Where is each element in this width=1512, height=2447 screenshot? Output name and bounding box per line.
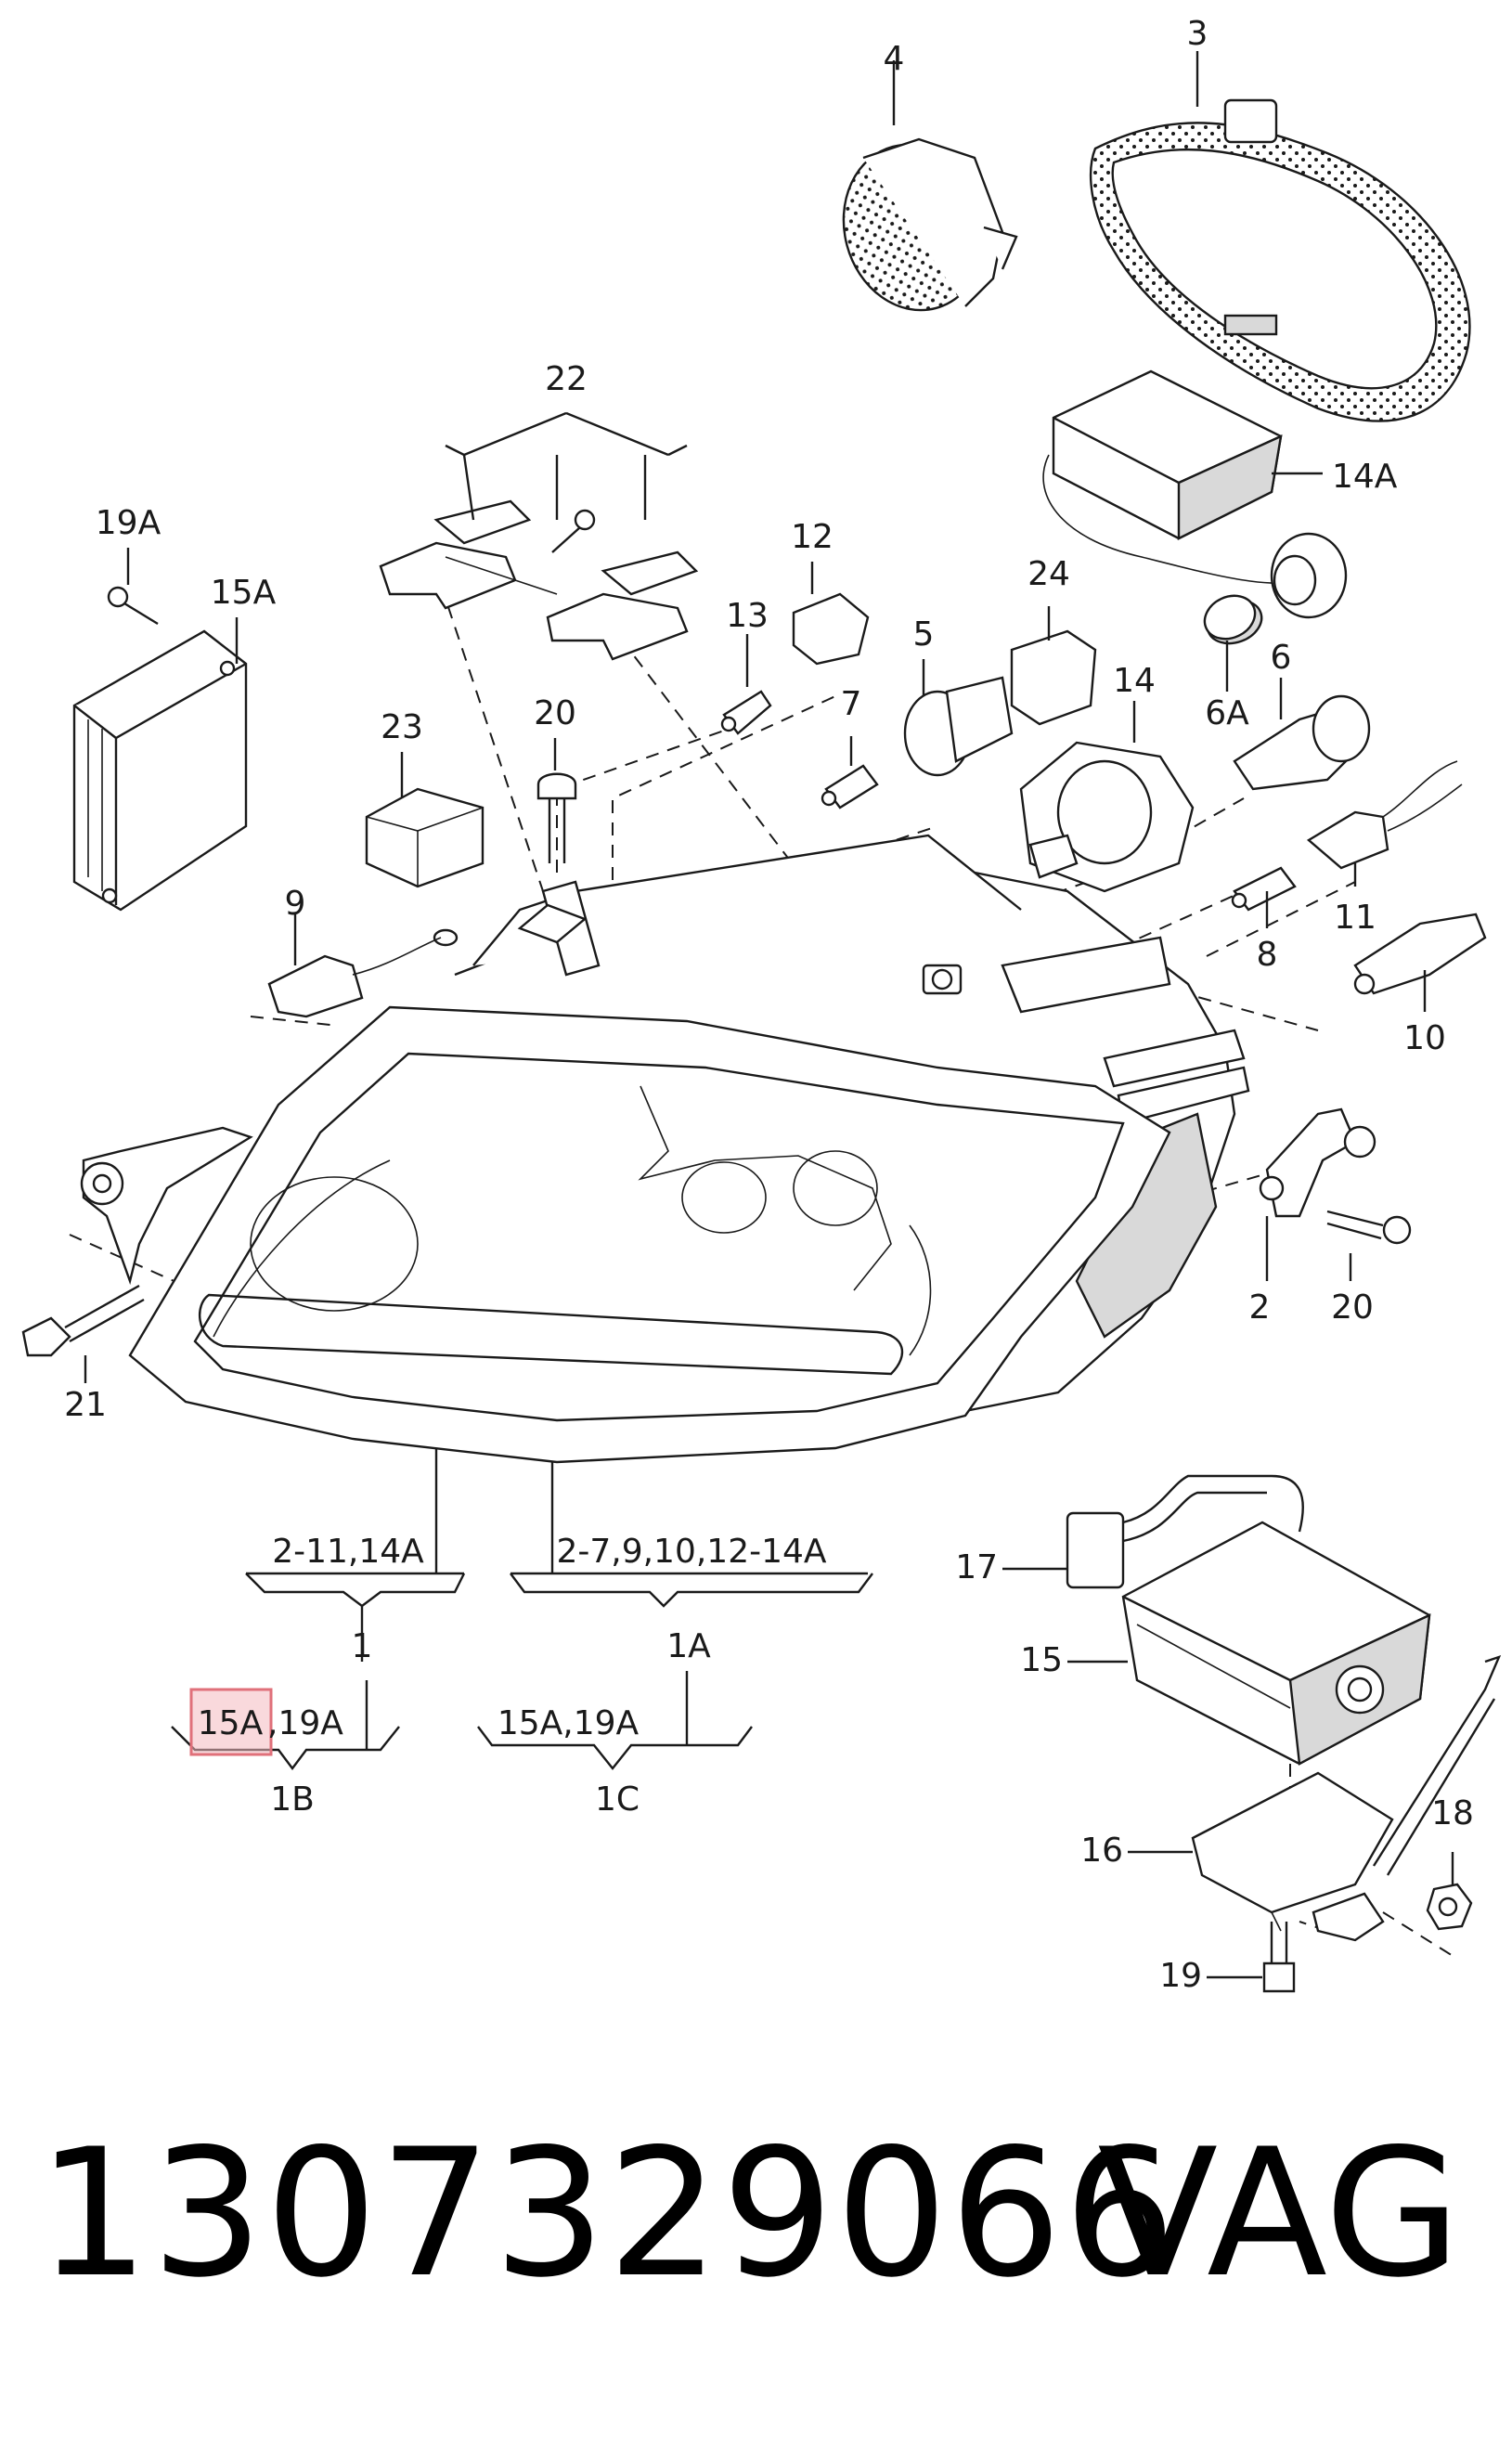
callout-1A: 1A (666, 1627, 711, 1665)
cap-part-4 (842, 137, 1018, 312)
callout-6: 6 (1271, 639, 1292, 677)
callout-20-right: 20 (1331, 1288, 1374, 1327)
callout-7: 7 (841, 685, 862, 723)
group-label-1C-range: 15A,19A (498, 1704, 640, 1742)
module-part-15A (72, 586, 248, 912)
callout-19: 19 (1159, 1957, 1202, 1995)
gasket-part-3 (1090, 98, 1471, 422)
headlight-housing (80, 834, 1250, 1464)
group-label-1-range: 2-11,14A (272, 1533, 424, 1571)
callout-6A: 6A (1205, 694, 1249, 732)
callout-23: 23 (381, 708, 423, 746)
highlight-box (189, 1688, 273, 1756)
group-label-1A-range: 2-7,9,10,12-14A (556, 1533, 826, 1571)
screws (21, 772, 1473, 1993)
callout-11: 11 (1334, 899, 1376, 937)
callout-16: 16 (1080, 1832, 1123, 1870)
leader-lines (84, 51, 1454, 1979)
bulbs-and-sockets (267, 592, 1487, 1018)
callout-2: 2 (1249, 1288, 1271, 1327)
callout-22: 22 (545, 360, 588, 398)
part-number: 1307329066 (37, 2111, 1178, 2316)
group-label-1B-15A: 15A (198, 1704, 264, 1742)
callout-1: 1 (352, 1627, 373, 1665)
callout-10: 10 (1403, 1019, 1446, 1057)
callout-13: 13 (726, 597, 769, 635)
callout-5: 5 (913, 615, 935, 654)
callout-8: 8 (1257, 936, 1278, 974)
callout-4: 4 (884, 40, 905, 78)
control-unit-14A (1042, 369, 1348, 645)
callout-19A: 19A (96, 504, 162, 542)
bracket-part-2 (1259, 1107, 1376, 1218)
callout-21: 21 (64, 1386, 107, 1424)
callout-24: 24 (1027, 555, 1070, 593)
brand-name: VAG (1097, 2111, 1461, 2316)
callout-1C: 1C (595, 1780, 640, 1819)
callout-3: 3 (1187, 15, 1208, 53)
callout-14: 14 (1113, 662, 1156, 700)
callout-15: 15 (1020, 1641, 1063, 1679)
callout-14A: 14A (1332, 458, 1398, 496)
ballast-module-15 (1066, 1474, 1502, 1942)
callout-18: 18 (1431, 1794, 1474, 1832)
callout-20-top: 20 (534, 694, 576, 732)
callout-15A: 15A (211, 574, 277, 612)
clips-part-22 (379, 499, 699, 661)
callout-17: 17 (955, 1548, 998, 1586)
callout-1B: 1B (270, 1780, 315, 1819)
group-label-1B-19A: ,19A (267, 1704, 343, 1742)
callout-12: 12 (791, 518, 834, 556)
callout-9: 9 (285, 885, 306, 923)
callout-labels: 3 4 22 14A 19A 12 15A 24 13 5 6 14 7 6A … (64, 15, 1474, 1995)
connector-part-23 (365, 787, 485, 888)
footer: 1307329066 VAG (0, 2107, 1512, 2349)
